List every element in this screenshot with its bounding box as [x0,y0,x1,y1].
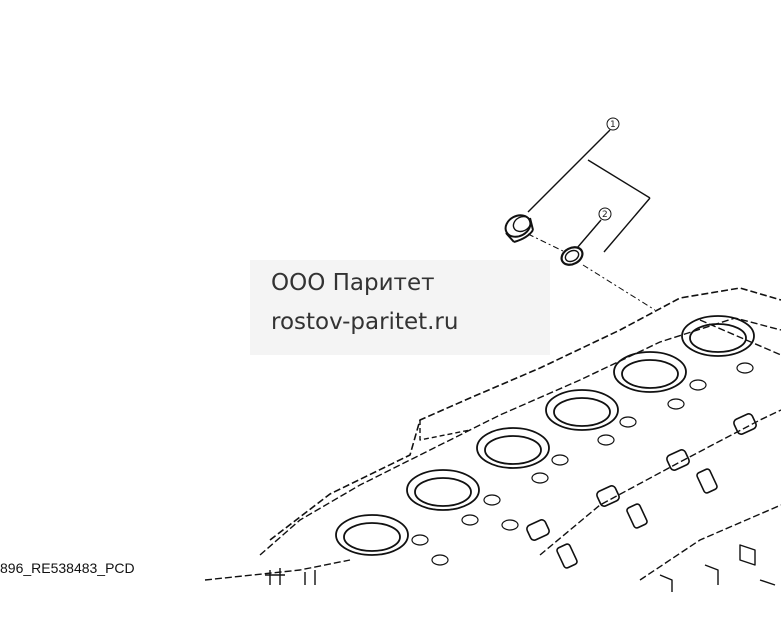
callout-2: 2 [576,207,612,249]
watermark-company: ООО Паритет [271,270,435,296]
callout-2-label: 2 [602,210,608,220]
callout-1: 1 [527,117,651,253]
o-ring-part [560,246,584,266]
callout-1-label: 1 [610,120,616,130]
cylinder-head-assembly [204,287,781,592]
watermark-background [250,260,550,355]
watermark-website[interactable]: rostov-paritet.ru [271,309,459,335]
plug-part [504,214,534,243]
part-code-label: 896_RE538483_PCD [0,560,135,576]
